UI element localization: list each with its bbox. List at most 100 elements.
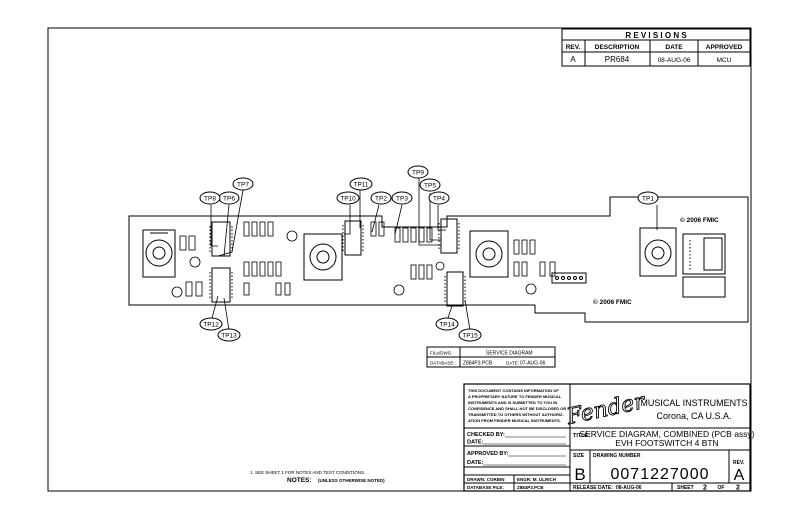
- title-block: THIS DOCUMENT CONTAINS INFORMATION OF A …: [463, 383, 755, 492]
- tp6-label: TP6: [223, 196, 235, 203]
- file-label: FILe/DWG:: [430, 351, 453, 356]
- test-point-leaders: [210, 178, 658, 331]
- proprietary-line-1: THIS DOCUMENT CONTAINS INFORMATION OF: [468, 388, 559, 393]
- tp4-label: TP4: [433, 196, 445, 203]
- title-line-1: SERVICE DIAGRAM, COMBINED (PCB assy): [579, 429, 754, 439]
- test-point-tp10: TP10: [336, 191, 360, 205]
- tp12-label: TP12: [203, 322, 219, 329]
- tp8-label: TP8: [204, 196, 216, 203]
- test-point-tp9: TP9: [407, 165, 429, 179]
- footswitch-s3: [469, 230, 509, 278]
- tp9-label: TP9: [412, 170, 424, 177]
- tp2-label: TP2: [375, 196, 387, 203]
- test-point-tp6: TP6: [218, 191, 240, 205]
- revision-row-date: 08-AUG-06: [658, 57, 691, 64]
- test-point-tp11: TP11: [349, 177, 373, 191]
- tp5-label: TP5: [424, 183, 436, 190]
- tp15-label: TP15: [462, 333, 478, 340]
- title-label: TITLE:: [573, 433, 590, 439]
- note-1: 1. SEE SHEET 1 FOR NOTES AND TEST CONDIT…: [250, 470, 365, 475]
- fender-logo-wordmark: Fender: [564, 389, 649, 430]
- drawing-number-label: DRAWING NUMBER: [593, 453, 641, 459]
- release-date-value: 08-AUG-06: [616, 485, 642, 491]
- test-point-tp3: TP3: [391, 191, 413, 205]
- notes-qualifier: (UNLESS OTHERWISE NOTED): [318, 478, 385, 483]
- test-point-tp14: TP14: [435, 317, 459, 331]
- test-point-tp4: TP4: [428, 191, 450, 205]
- revisions-header-date: DATE: [665, 44, 683, 51]
- tp11-label: TP11: [353, 182, 368, 189]
- drawn-by: DRAWN: CORBIN: [467, 477, 505, 482]
- tp13-label: TP13: [221, 333, 237, 340]
- drawing-frame: [47, 27, 752, 492]
- rev-value: A: [734, 467, 745, 484]
- test-point-tp1: TP1: [637, 191, 659, 205]
- test-point-tp13: TP13: [217, 328, 241, 342]
- database-label: DATABASE:: [430, 361, 455, 366]
- proprietary-line-6: ATION FROM FENDER MUSICAL INSTRUMENTS.: [468, 418, 561, 423]
- tp3-label: TP3: [396, 196, 408, 203]
- proprietary-line-4: CONFIDENCE AND SHALL NOT BE DISCLOSED OR: [468, 406, 566, 411]
- database-date-label: DATE:: [506, 361, 519, 366]
- ic-u1: [209, 221, 233, 257]
- test-point-tp7: TP7: [232, 177, 254, 191]
- checked-date-label: DATE:: [467, 440, 484, 446]
- checked-by-label: CHECKED BY:: [467, 432, 505, 438]
- file-info-box: FILe/DWG: SERVICE DIAGRAM DATABASE: Z884…: [426, 346, 556, 368]
- engineer: ENGR: M. ULRICH: [517, 477, 556, 482]
- ic-u4: [438, 218, 460, 254]
- tp10-label: TP10: [340, 196, 356, 203]
- title-line-2: EVH FOOTSWITCH 4 BTN: [615, 438, 718, 448]
- test-point-tp2: TP2: [370, 191, 392, 205]
- proprietary-line-5: TRANSMITTED TO OTHERS WITHOUT AUTHORIZ-: [468, 412, 564, 417]
- copyright-bottom: © 2006 FMIC: [593, 298, 632, 306]
- revisions-header-rev: REV.: [566, 44, 581, 51]
- test-point-tp12: TP12: [199, 317, 223, 331]
- notes-heading: NOTES:: [287, 477, 312, 484]
- fender-logo: Fender: [563, 388, 649, 430]
- notes: 1. SEE SHEET 1 FOR NOTES AND TEST CONDIT…: [250, 470, 385, 484]
- file-value: SERVICE DIAGRAM: [486, 351, 533, 357]
- ic-u2: [209, 267, 233, 303]
- sheet-label: SHEET: [677, 485, 694, 491]
- revisions-header-description: DESCRIPTION: [595, 44, 640, 51]
- test-point-tp8: TP8: [199, 191, 221, 205]
- footswitch-s2: [303, 233, 343, 281]
- proprietary-line-2: A PROPRIETARY NATURE TO FENDER MUSICAL: [468, 394, 562, 399]
- sheet-of-label: OF: [718, 485, 725, 491]
- revisions-title: R E V I S I O N S: [625, 31, 687, 40]
- revision-row-description: PR684: [605, 55, 630, 64]
- proprietary-line-3: INSTRUMENTS AND IS SUBMITTED TO YOU IN: [468, 400, 557, 405]
- revisions-table: R E V I S I O N S REV. DESCRIPTION DATE …: [561, 28, 751, 67]
- copyright-right: © 2006 FMIC: [680, 216, 719, 224]
- revision-row-approved: MCU: [717, 57, 732, 64]
- tp7-label: TP7: [237, 182, 249, 189]
- database-file-label: DATABASE FILE:: [467, 485, 504, 490]
- database-value: Z884P3.PCB: [463, 361, 493, 367]
- footswitch-s4: [639, 227, 677, 277]
- revision-row-rev: A: [570, 55, 576, 64]
- company-name: MUSICAL INSTRUMENTS: [640, 398, 747, 408]
- test-point-tp5: TP5: [419, 178, 441, 192]
- jack-sk1: [682, 233, 726, 298]
- footswitch-s1: [142, 229, 176, 278]
- tp14-label: TP14: [439, 322, 455, 329]
- size-label: SIZE: [573, 453, 585, 459]
- size-value: B: [574, 465, 585, 484]
- ic-u5: [444, 271, 466, 307]
- test-point-tp15: TP15: [458, 328, 482, 342]
- drawing-number: 0071227000: [611, 466, 710, 483]
- connector-j1: [551, 272, 587, 284]
- sheet-number: 2: [703, 485, 707, 492]
- approved-by-label: APPROVED BY:: [467, 451, 509, 457]
- revisions-header-approved: APPROVED: [706, 44, 743, 51]
- pcb-outline: [128, 196, 749, 323]
- database-file-value: Z884P3.PCB: [517, 485, 544, 490]
- rev-label: REV.: [733, 460, 745, 466]
- database-date-value: 07-AUG-06: [520, 361, 546, 367]
- approved-date-label: DATE:: [467, 460, 484, 466]
- ic-u3: [342, 220, 364, 256]
- release-date-label: RELEASE DATE:: [573, 485, 613, 491]
- pcb-board: © 2006 FMIC © 2006 FMIC: [128, 196, 749, 323]
